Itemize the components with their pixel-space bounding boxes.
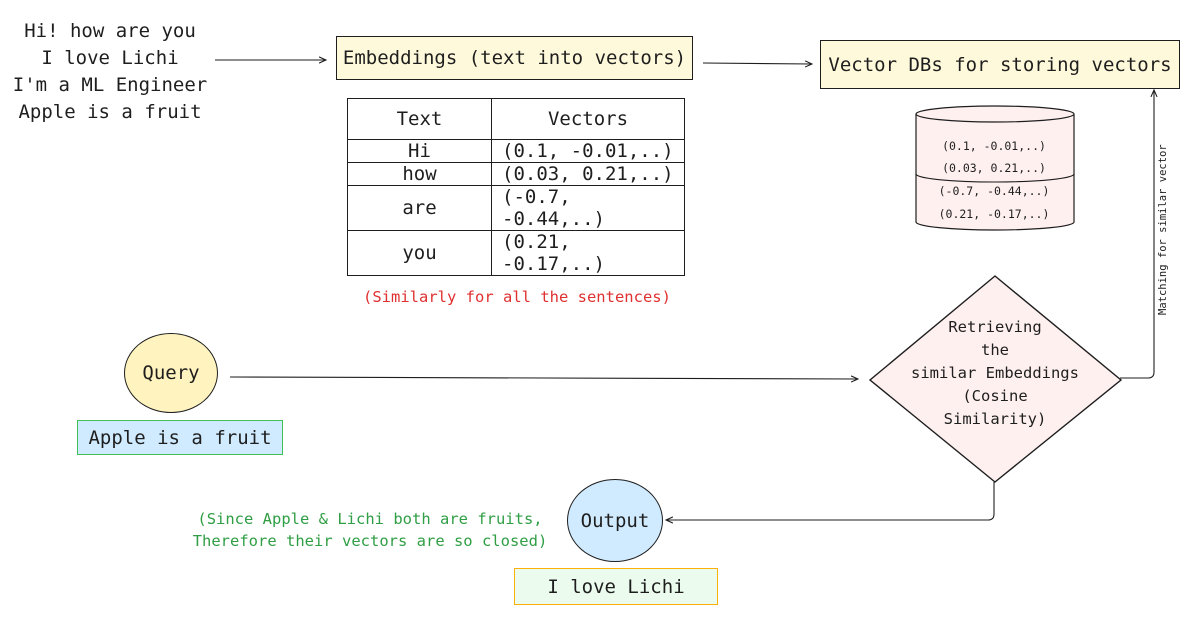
- sentence-1: Hi! how are you: [24, 20, 196, 42]
- table-row: are (-0.7, -0.44,..): [347, 185, 685, 231]
- retrieval-line: (Cosine: [962, 387, 1028, 405]
- output-node: Output: [567, 479, 663, 562]
- table-cell-vector: (0.03, 0.21,..): [491, 162, 685, 186]
- table-cell-vector: (0.1, -0.01,..): [491, 139, 685, 163]
- table-row: you (0.21, -0.17,..): [347, 230, 685, 276]
- sentence-2: I love Lichi: [41, 47, 179, 69]
- db-vector-1: (0.1, -0.01,..): [942, 139, 1046, 153]
- output-note-line-2: Therefore their vectors are so closed): [192, 532, 548, 550]
- table-header-row: Text Vectors: [347, 98, 685, 140]
- db-vector-4: (0.21, -0.17,..): [938, 207, 1050, 221]
- table-row: how (0.03, 0.21,..): [347, 162, 685, 186]
- database-cylinder-icon: [915, 105, 1075, 231]
- matching-label: Matching for similar vector: [1157, 144, 1169, 315]
- table-cell-text: are: [347, 185, 492, 231]
- table-header-text: Text: [347, 98, 492, 140]
- vector-db-box: Vector DBs for storing vectors: [820, 40, 1180, 89]
- retrieval-diamond: [868, 275, 1123, 483]
- retrieval-line: Retrieving: [948, 318, 1042, 336]
- retrieval-line: the: [981, 341, 1009, 359]
- table-row: Hi (0.1, -0.01,..): [347, 139, 685, 163]
- sentence-4: Apple is a fruit: [18, 101, 202, 123]
- arrow-retrieval-to-output: [666, 482, 995, 520]
- input-sentences: Hi! how are you I love Lichi I'm a ML En…: [10, 18, 210, 126]
- table-cell-vector: (0.21, -0.17,..): [491, 230, 685, 276]
- retrieval-line: similar Embeddings: [911, 364, 1079, 382]
- table-cell-text: you: [347, 230, 492, 276]
- query-node: Query: [124, 333, 218, 413]
- output-note-line-1: (Since Apple & Lichi both are fruits,: [197, 510, 543, 528]
- db-vector-2: (0.03, 0.21,..): [942, 161, 1046, 175]
- table-cell-text: Hi: [347, 139, 492, 163]
- embeddings-box: Embeddings (text into vectors): [336, 36, 693, 80]
- embeddings-table: Text Vectors Hi (0.1, -0.01,..) how (0.0…: [347, 98, 685, 276]
- retrieval-line: Similarity): [943, 410, 1047, 428]
- output-text-box: I love Lichi: [514, 568, 718, 605]
- retrieval-text: Retrieving the similar Embeddings (Cosin…: [900, 316, 1090, 431]
- table-cell-text: how: [347, 162, 492, 186]
- query-text-box: Apple is a fruit: [77, 420, 283, 455]
- arrow-embeddings-to-vectordb: [702, 63, 812, 64]
- db-vector-3: (-0.7, -0.44,..): [938, 184, 1050, 198]
- output-note: (Since Apple & Lichi both are fruits, Th…: [180, 508, 560, 552]
- table-note: (Similarly for all the sentences): [363, 288, 671, 306]
- sentence-3: I'm a ML Engineer: [12, 74, 208, 96]
- table-cell-vector: (-0.7, -0.44,..): [491, 185, 685, 231]
- table-header-vectors: Vectors: [491, 98, 685, 140]
- arrow-retrieval-to-vectordb: [1120, 90, 1154, 379]
- arrow-query-to-retrieval: [229, 377, 858, 379]
